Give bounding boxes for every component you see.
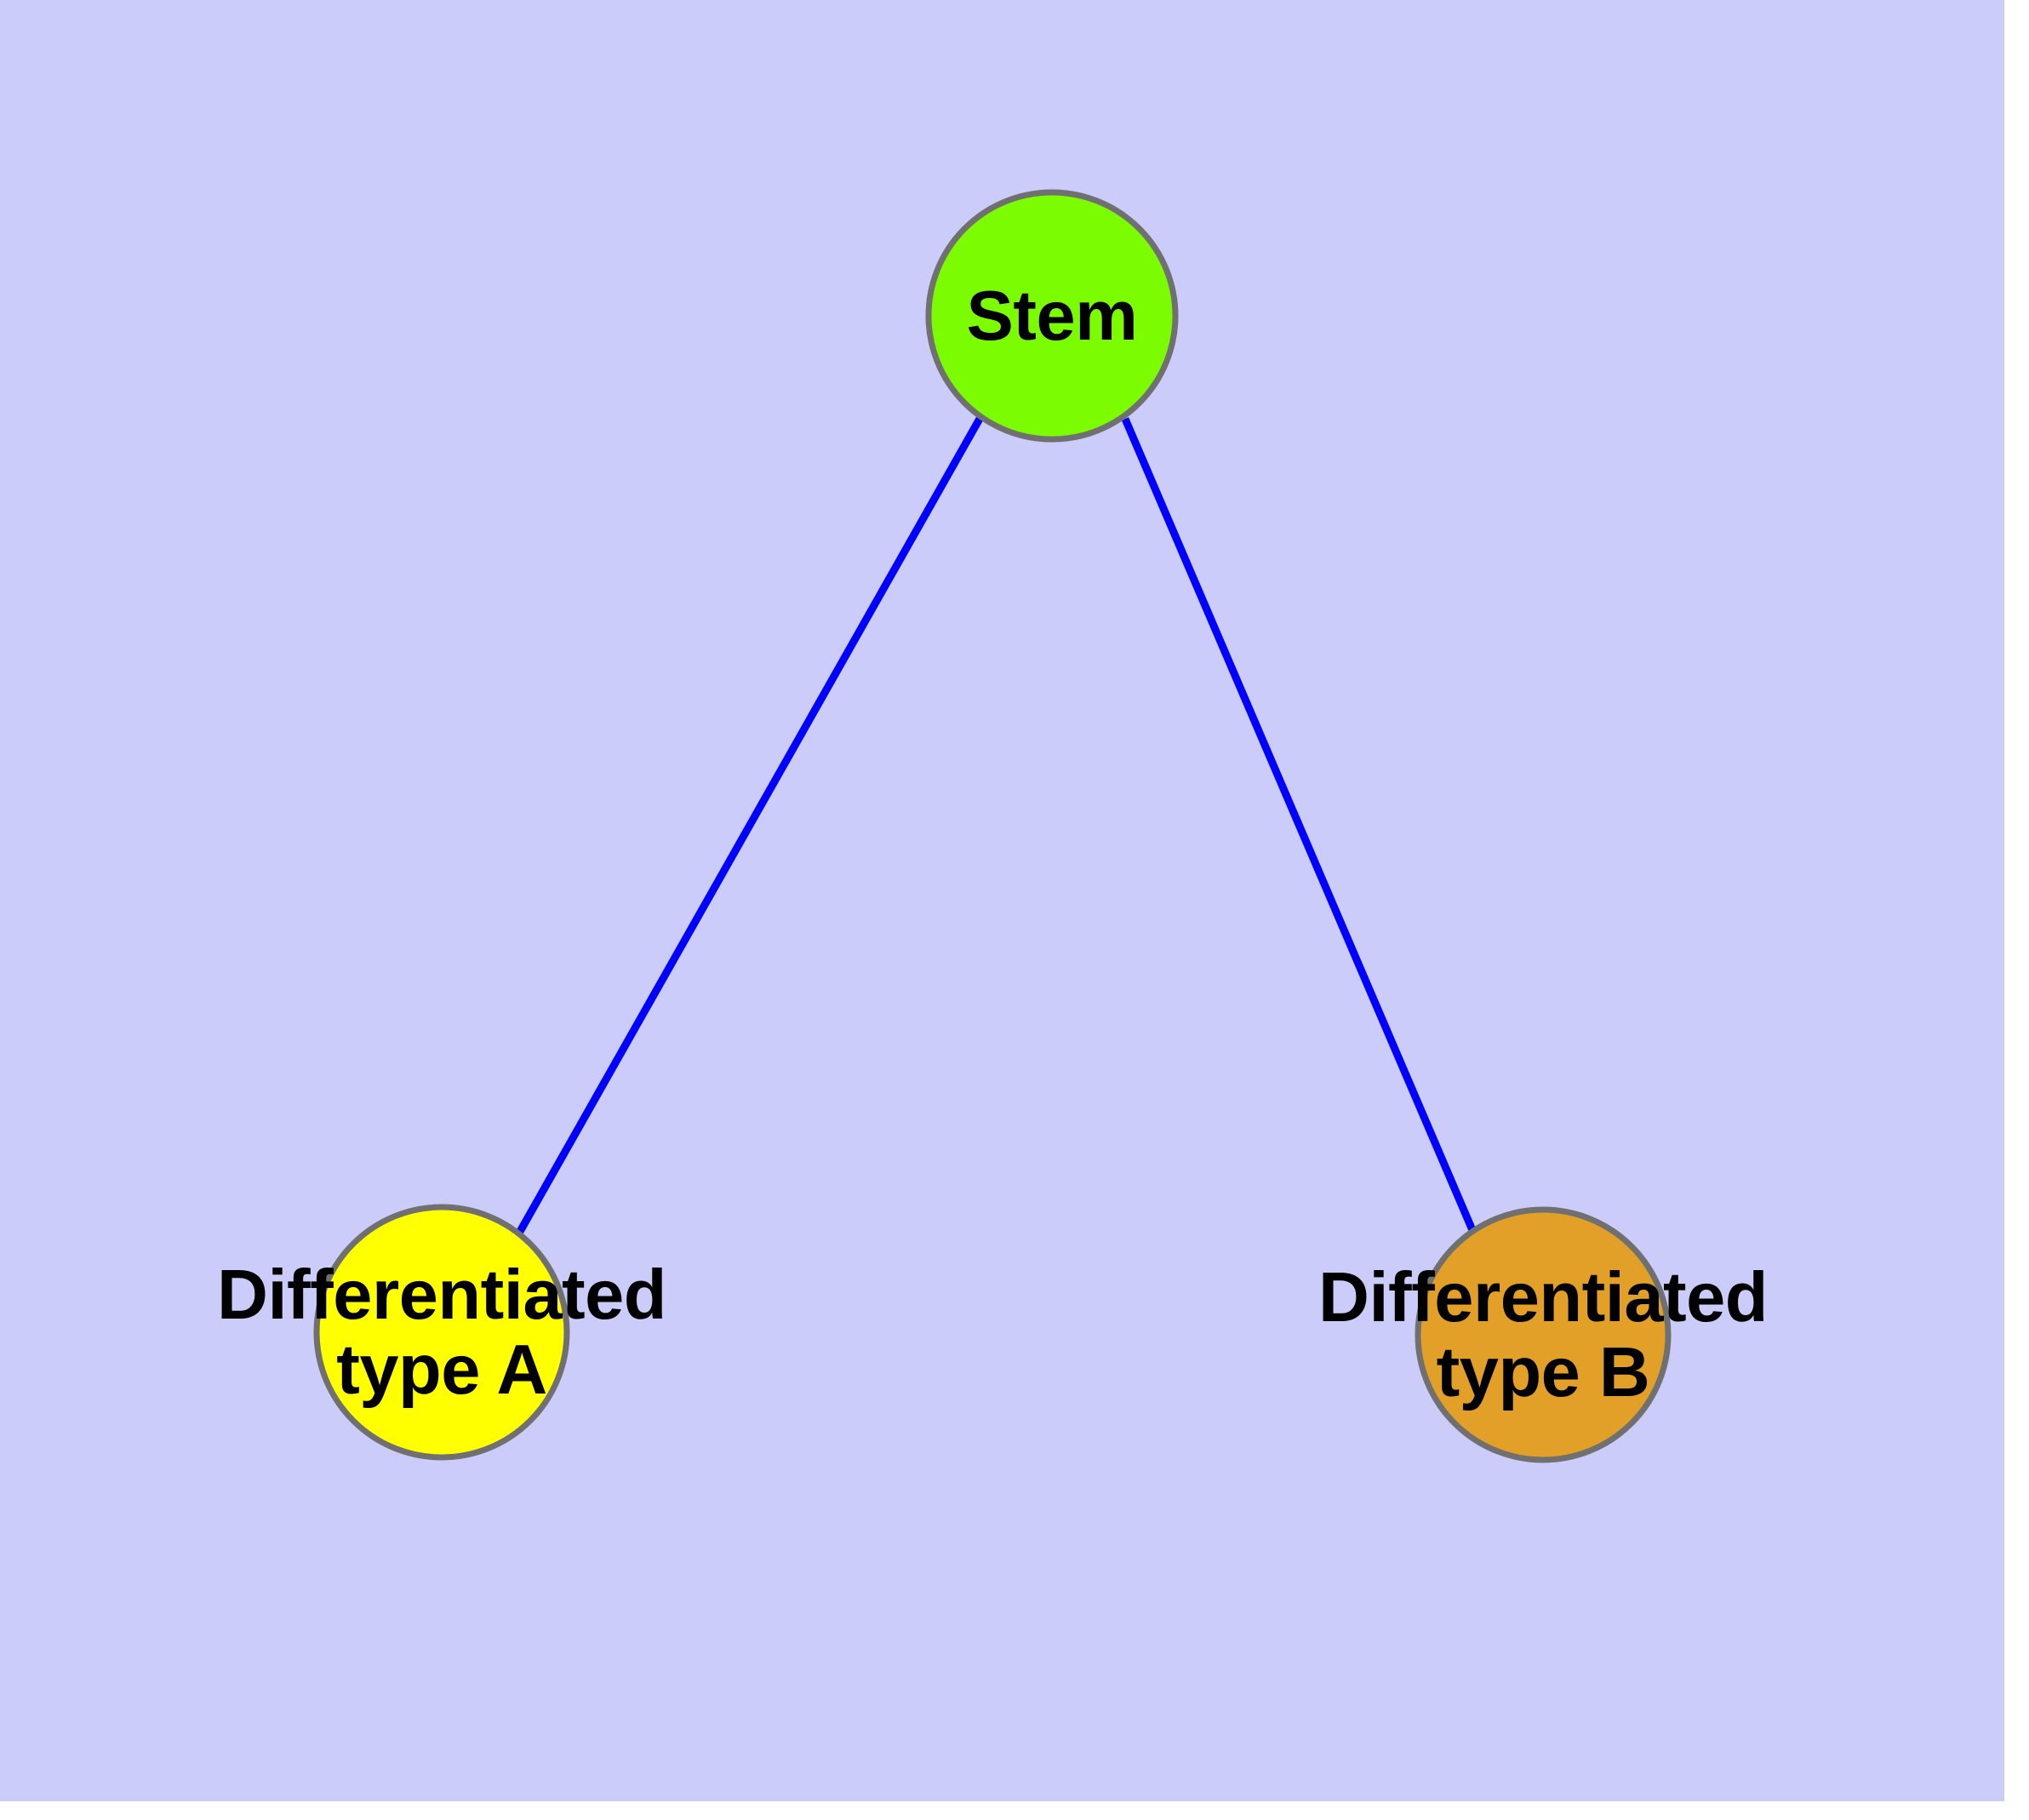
node-differentiated-type-b[interactable] bbox=[1415, 1206, 1672, 1463]
edge-stem-to-type-b[interactable] bbox=[1121, 417, 1479, 1238]
node-stem[interactable] bbox=[925, 189, 1179, 443]
node-layer bbox=[313, 189, 1672, 1463]
node-differentiated-type-a[interactable] bbox=[313, 1204, 570, 1461]
edge-layer bbox=[511, 416, 1479, 1245]
edge-stem-to-type-a[interactable] bbox=[511, 416, 983, 1245]
